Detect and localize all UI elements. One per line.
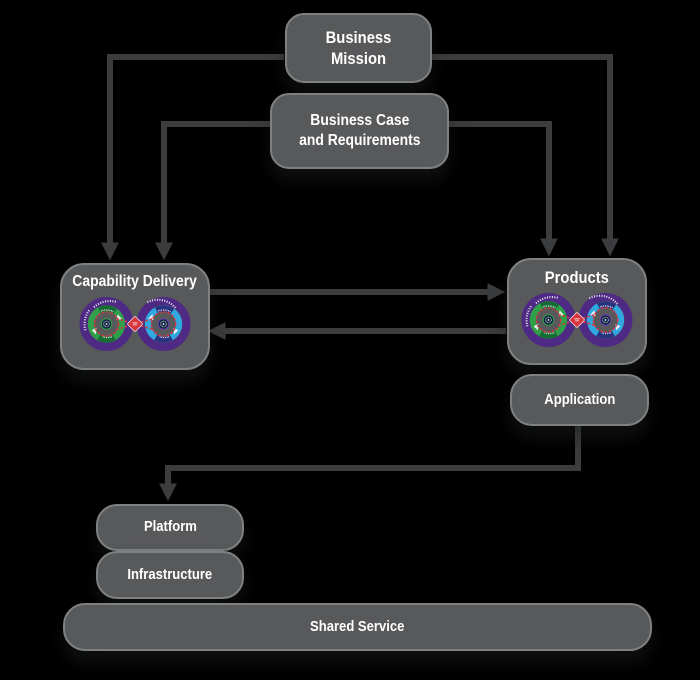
business-mission-label: Business Mission — [325, 27, 392, 68]
connector-mission-to-capability — [101, 54, 284, 261]
shared-service-box: Shared Service — [63, 603, 652, 651]
application-box: Application — [510, 374, 649, 426]
capability-delivery-label: Capability Delivery — [72, 273, 198, 290]
platform-box: Platform — [96, 504, 244, 551]
business-case-box: Business Case and Requirements — [270, 93, 449, 169]
infrastructure-box: Infrastructure — [96, 551, 244, 599]
devsecops-infinity-loop-icon — [69, 293, 201, 355]
connector-case-to-products — [444, 121, 558, 257]
connector-mission-to-products — [429, 54, 619, 257]
application-label: Application — [543, 390, 616, 408]
products-label: Products — [544, 268, 610, 287]
business-mission-box: Business Mission — [285, 13, 432, 83]
connector-case-to-capability — [155, 121, 270, 261]
shared-service-label: Shared Service — [310, 617, 405, 635]
products-box: Products — [507, 258, 647, 365]
devsecops-infinity-loop-icon — [511, 289, 643, 351]
infrastructure-label: Infrastructure — [127, 565, 213, 583]
capability-delivery-box: Capability Delivery — [60, 263, 210, 370]
connector-application-to-platform — [159, 421, 581, 502]
business-case-label: Business Case and Requirements — [298, 112, 421, 149]
platform-label: Platform — [143, 518, 197, 536]
